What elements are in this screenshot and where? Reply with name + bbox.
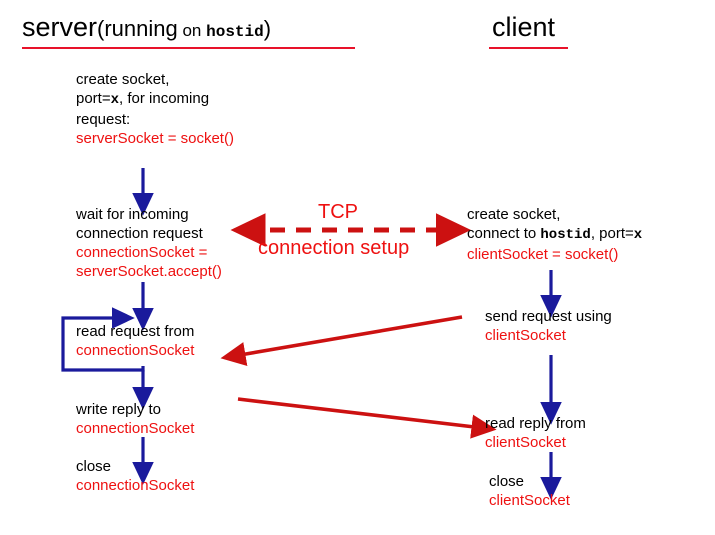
client-step-read-reply: read reply from clientSocket <box>485 414 586 452</box>
server-step-read-request: read request from connectionSocket <box>76 322 194 360</box>
tcp-label-top-text: TCP <box>318 201 358 223</box>
client-create-line2: connect to hostid, port=x <box>467 224 642 245</box>
server-title-paren-open: ( <box>97 16 105 41</box>
server-create-line2: port=x, for incoming <box>76 89 234 110</box>
client-read-line1: read reply from <box>485 415 586 432</box>
server-close-line1: close <box>76 458 112 475</box>
reply-data-arrow <box>237 397 497 439</box>
tcp-label-bottom: connection setup <box>258 238 409 258</box>
client-create-connect-label: connect to <box>467 225 541 242</box>
client-close-line1: close <box>489 473 525 490</box>
server-wait-code2: serverSocket.accept() <box>76 263 222 280</box>
request-data-arrow <box>220 315 463 366</box>
server-wait-code1: connectionSocket = <box>76 244 208 261</box>
server-write-line1: write reply to <box>76 401 162 418</box>
client-column-title: client <box>492 14 555 41</box>
client-step-create-socket: create socket, connect to hostid, port=x… <box>467 205 642 264</box>
server-title-on-word: on <box>182 21 202 40</box>
server-wait-line2: connection request <box>76 225 203 242</box>
server-create-code: serverSocket = socket() <box>76 130 234 147</box>
server-title-paren-close: ) <box>263 16 272 41</box>
server-step-close: close connectionSocket <box>76 457 194 495</box>
client-create-code: clientSocket = socket() <box>467 246 619 263</box>
client-send-code1: clientSocket <box>485 327 566 344</box>
server-wait-line1: wait for incoming <box>76 206 189 223</box>
client-title-underline <box>489 47 568 49</box>
client-create-hostid: hostid <box>540 227 591 243</box>
client-step-send-request: send request using clientSocket <box>485 307 612 345</box>
client-close-code1: clientSocket <box>489 492 570 509</box>
client-create-line1: create socket, <box>467 206 561 223</box>
server-title-word: server <box>22 12 98 42</box>
server-column-title: server(running on hostid) <box>22 14 271 41</box>
server-create-port-value: x <box>110 92 120 108</box>
client-title-word: client <box>492 12 556 42</box>
server-title-underline <box>22 47 355 49</box>
server-create-line2-tail: , for incoming <box>119 90 210 107</box>
tcp-label-bottom-text: connection setup <box>258 237 410 259</box>
server-read-code1: connectionSocket <box>76 342 195 359</box>
server-step-write-reply: write reply to connectionSocket <box>76 400 194 438</box>
client-create-port-label: , port= <box>590 225 634 242</box>
server-create-port-label: port= <box>76 90 111 107</box>
server-create-line3: request: <box>76 111 131 128</box>
server-step-wait-connection: wait for incoming connection request con… <box>76 205 222 281</box>
client-step-close: close clientSocket <box>489 472 570 510</box>
client-send-line1: send request using <box>485 308 612 325</box>
server-title-hostid: hostid <box>206 23 264 41</box>
server-title-running: running <box>104 16 178 41</box>
tcp-label-top: TCP <box>318 202 358 222</box>
server-close-code1: connectionSocket <box>76 477 195 494</box>
client-create-port-value: x <box>633 227 643 243</box>
server-step-create-socket: create socket, port=x, for incoming requ… <box>76 70 234 148</box>
client-read-code1: clientSocket <box>485 434 566 451</box>
server-create-line1: create socket, <box>76 71 170 88</box>
server-read-line1: read request from <box>76 323 195 340</box>
server-write-code1: connectionSocket <box>76 420 195 437</box>
